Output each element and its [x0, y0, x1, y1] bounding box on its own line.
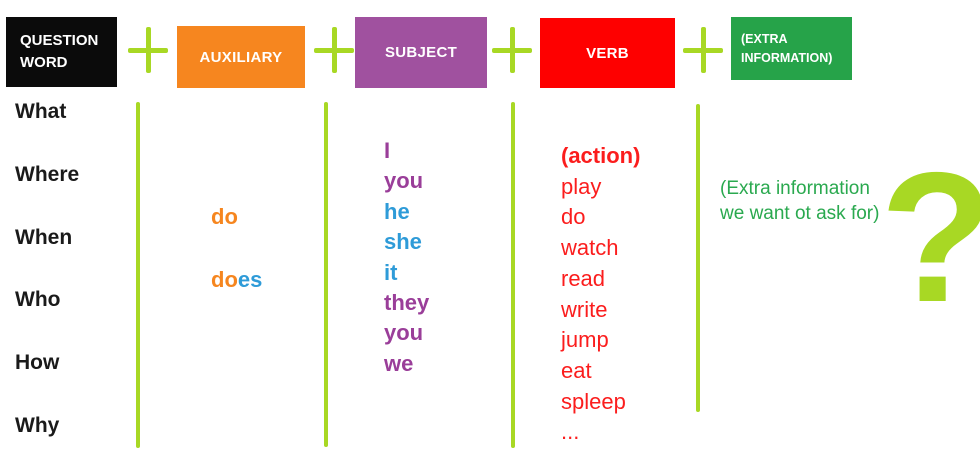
question-word-item: What [15, 100, 67, 124]
verb-item: jump [561, 327, 609, 353]
extra-information-line: (Extra information [720, 178, 870, 199]
question-mark-icon: ? [880, 146, 980, 331]
subject-item: you [384, 168, 424, 194]
subject-item: he [384, 198, 410, 224]
header-box-subject: SUBJECT [355, 17, 487, 88]
question-word-item: Where [15, 163, 80, 187]
subject-item: she [384, 229, 422, 255]
auxiliary-item: do [211, 203, 262, 231]
plus-icon [492, 27, 532, 73]
column-divider-line [511, 102, 515, 448]
subject-item: I [384, 138, 391, 163]
subject-item: they [384, 290, 430, 316]
auxiliary-item: does [211, 266, 262, 294]
verb-item: read [561, 265, 606, 291]
question-word-item: Why [15, 413, 60, 437]
column-divider-line [324, 102, 328, 447]
header-box-auxiliary: AUXILIARY [177, 26, 305, 88]
header-box-extra-information-label: (EXTRA INFORMATION) [741, 32, 833, 65]
subject-item: we [384, 350, 414, 376]
question-word-item: When [15, 225, 73, 249]
verb-item: ... [561, 419, 580, 445]
header-box-question-word: QUESTION WORD [6, 17, 117, 87]
question-word-item: Who [15, 288, 61, 312]
verbs-list: (action) play do watch read write jump eat splee… [561, 141, 640, 448]
extra-information-note: (Extra information we want ot ask for) [720, 177, 879, 226]
verb-item: eat [561, 357, 592, 383]
subject-item: you [384, 320, 424, 346]
plus-icon [683, 27, 723, 73]
plus-icon [128, 27, 168, 73]
auxiliary-item-part: es [237, 267, 263, 292]
verb-item: do [561, 204, 586, 230]
verb-item: spleep [561, 388, 626, 414]
verb-item: (action) [561, 143, 641, 168]
extra-information-line: we want ot ask for) [720, 202, 880, 224]
auxiliary-item-part: do [211, 204, 238, 229]
header-box-question-word-label: QUESTION WORD [20, 32, 99, 71]
header-box-auxiliary-label: AUXILIARY [199, 48, 283, 66]
plus-icon [314, 27, 354, 73]
verb-item: write [561, 296, 608, 322]
question-word-item: How [15, 351, 60, 375]
header-box-verb-label: VERB [586, 44, 629, 62]
header-box-verb: VERB [540, 18, 675, 88]
header-box-subject-label: SUBJECT [384, 44, 458, 61]
verb-item: watch [561, 235, 619, 261]
subject-item: it [384, 259, 398, 285]
verb-item: play [561, 173, 602, 199]
header-box-extra-information: (EXTRA INFORMATION) [731, 17, 852, 80]
auxiliary-item-part: do [211, 267, 238, 292]
column-divider-line [136, 102, 140, 448]
column-divider-line [696, 104, 700, 412]
